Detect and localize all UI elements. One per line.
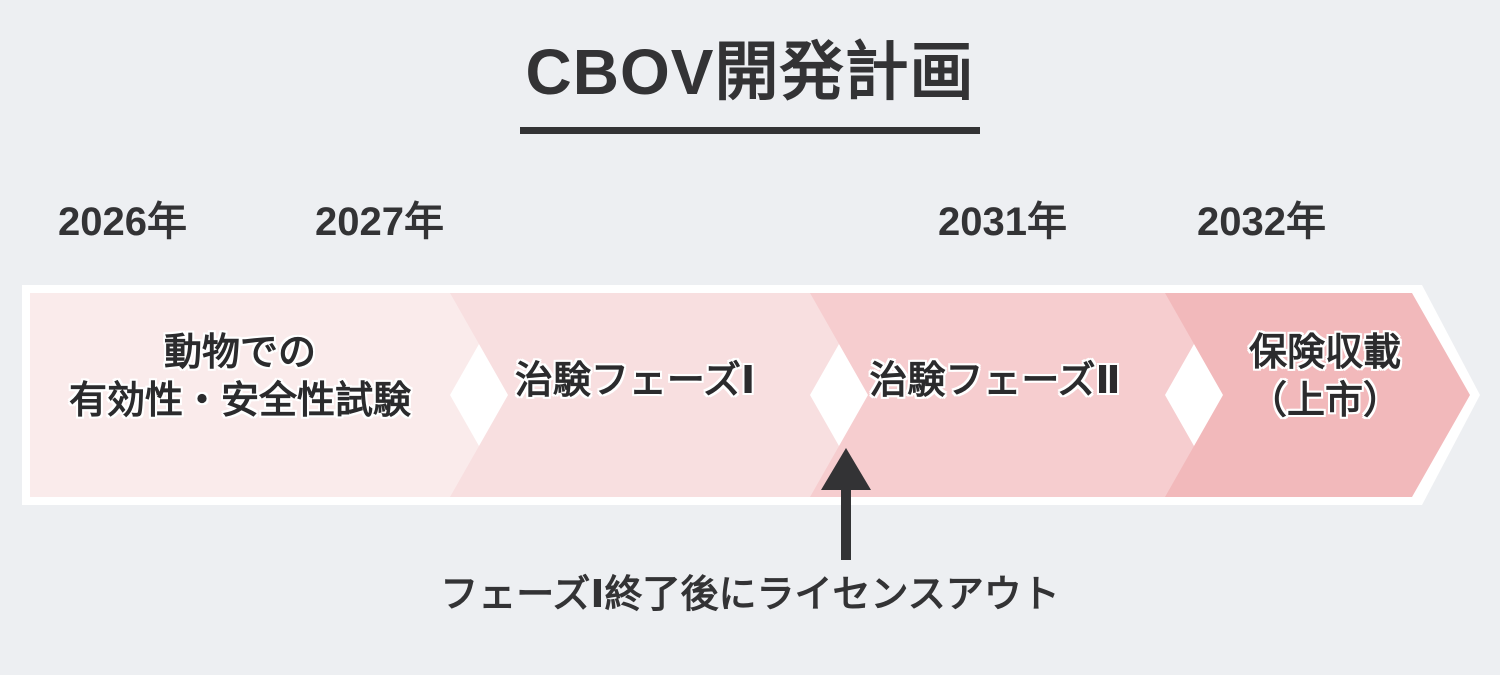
phase-label-line: （上市） [1248,379,1401,422]
phase-segment-insurance-listing [1165,293,1470,497]
phase-segment-animal-study [30,293,508,497]
year-label-2032: 2032年 [1197,200,1326,244]
phase-label-line: 動物での [163,332,316,374]
year-label-2026: 2026年 [58,200,187,244]
phase-label-insurance-listing: 保険収載 （上市） [1180,330,1470,425]
page-title: CBOV開発計画 [525,36,975,108]
phase-label-animal-study: 動物での 有効性・安全性試験 [30,330,450,425]
phase-label-line: 保険収載 [1248,332,1401,374]
phase-segment-clinical-phase-1 [450,293,868,497]
title-underline [520,127,980,134]
up-arrow-icon [821,448,871,560]
phase-label-line: 治験フェーズⅡ [869,360,1121,402]
callout-label: フェーズⅠ終了後にライセンスアウト [440,574,1060,616]
phase-label-clinical-phase-1: 治験フェーズⅠ [470,358,800,406]
phase-label-clinical-phase-2: 治験フェーズⅡ [830,358,1160,406]
year-label-2031: 2031年 [938,200,1067,244]
phase-label-line: 治験フェーズⅠ [514,360,756,402]
year-label-2027: 2027年 [315,200,444,244]
phase-segment-clinical-phase-2 [810,293,1223,497]
phase-label-line: 有効性・安全性試験 [68,379,411,422]
phase-band [22,285,1480,505]
phase-band-shapes [22,285,1480,505]
